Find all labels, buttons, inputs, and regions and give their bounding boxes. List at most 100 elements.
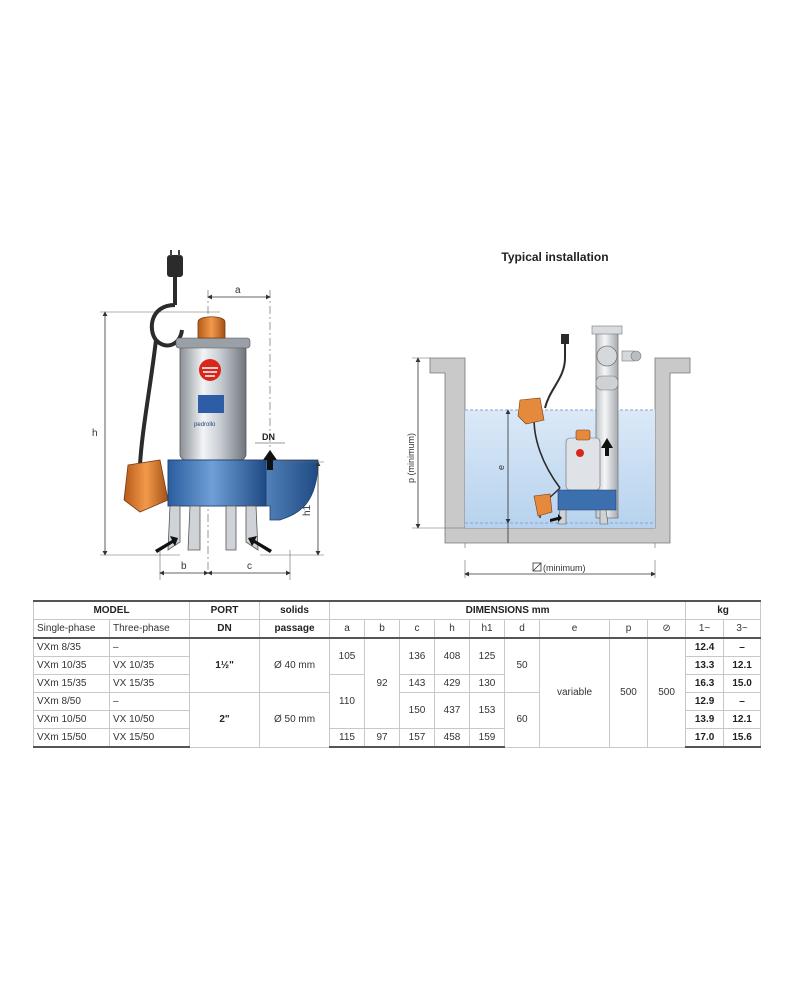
- cell-three-phase: VX 15/50: [108, 728, 191, 748]
- table-row: VXm 15/50 VX 15/50 115 97 157 458 159 17…: [33, 728, 762, 748]
- cell-single-phase: VXm 15/50: [33, 728, 110, 748]
- cell-kg-single: 12.9: [685, 692, 725, 711]
- header-dim-a: a: [329, 619, 366, 639]
- table-row: VXm 10/50 VX 10/50 13.9 12.1: [33, 710, 762, 729]
- cell-three-phase: –: [108, 637, 191, 657]
- cell-dim-b: 97: [364, 728, 401, 748]
- header-dim-p: p: [609, 619, 649, 639]
- header-dim-b: b: [364, 619, 401, 639]
- dim-p-label: p (minimum): [406, 433, 416, 483]
- cell-dim-h: 429: [434, 674, 471, 693]
- cell-dim-d: 50: [504, 637, 541, 693]
- width-symbol-icon: [532, 562, 542, 572]
- dim-h-label: h: [92, 428, 98, 439]
- cell-dim-b: 92: [364, 637, 401, 729]
- cell-dim-e: variable: [539, 637, 611, 748]
- cell-kg-three: –: [723, 637, 762, 657]
- cell-dim-c: 157: [399, 728, 436, 748]
- header-single-phase: Single-phase: [33, 619, 110, 639]
- table-row: VXm 8/50 – 2" Ø 50 mm 150 437 153 60 12.…: [33, 692, 762, 748]
- flow-up-arrow-icon: [601, 438, 613, 456]
- dim-b-label: b: [181, 561, 187, 572]
- cell-three-phase: –: [108, 692, 191, 711]
- header-kg-single: 1~: [685, 619, 725, 639]
- cell-dim-c: 136: [399, 637, 436, 675]
- table-subheader-row: Single-phase Three-phase DN passage a b …: [33, 619, 762, 639]
- header-port-dn: DN: [189, 619, 261, 639]
- header-dim-d: d: [504, 619, 541, 639]
- cell-three-phase: VX 15/35: [108, 674, 191, 693]
- cell-kg-single: 17.0: [685, 728, 725, 748]
- cell-dim-c: 143: [399, 674, 436, 693]
- cell-dim-h1: 125: [469, 637, 506, 675]
- table-row: VXm 8/35 – 1½" Ø 40 mm 105 92 136 408 12…: [33, 637, 762, 748]
- cell-dim-h: 408: [434, 637, 471, 675]
- float-switch-icon: [123, 459, 169, 513]
- cell-kg-single: 12.4: [685, 637, 725, 657]
- cell-solids: Ø 40 mm: [259, 637, 331, 693]
- cell-dim-h: 458: [434, 728, 471, 748]
- cell-dim-p: 500: [609, 637, 649, 748]
- header-solids-passage: passage: [259, 619, 331, 639]
- dim-h1-label: h1: [302, 504, 313, 516]
- cell-kg-single: 16.3: [685, 674, 725, 693]
- dim-e-label: e: [496, 465, 506, 470]
- installation-width-dimension: (minimum): [464, 560, 656, 578]
- cell-dim-a: 105: [329, 637, 366, 675]
- cell-single-phase: VXm 10/50: [33, 710, 110, 729]
- cell-kg-three: 12.1: [723, 710, 762, 729]
- cell-dim-width: 500: [647, 637, 687, 748]
- cell-single-phase: VXm 8/50: [33, 692, 110, 711]
- table-row: VXm 15/35 VX 15/35 110 143 429 130 16.3 …: [33, 674, 762, 729]
- cell-port: 2": [189, 692, 261, 748]
- header-kg-three: 3~: [723, 619, 762, 639]
- cell-single-phase: VXm 8/35: [33, 637, 110, 657]
- header-three-phase: Three-phase: [108, 619, 191, 639]
- pump-dimension-drawing: h a pedrollo DN h1 b c: [92, 250, 324, 580]
- header-dim-c: c: [399, 619, 436, 639]
- specifications-table: MODEL PORT solids DIMENSIONS mm kg Singl…: [32, 600, 762, 748]
- header-dim-width: ⊘: [647, 619, 687, 639]
- inlet-arrow-left-icon: [155, 536, 178, 553]
- dim-a-label: a: [235, 285, 241, 296]
- header-model: MODEL: [32, 600, 191, 620]
- inlet-arrow-right-icon: [248, 536, 272, 553]
- cell-kg-three: 12.1: [723, 656, 762, 675]
- cell-dim-h1: 153: [469, 692, 506, 729]
- cell-solids: Ø 50 mm: [259, 692, 331, 748]
- cell-single-phase: VXm 10/35: [33, 656, 110, 675]
- outlet-arrow-icon: [263, 450, 277, 470]
- header-port: PORT: [189, 600, 261, 620]
- cell-kg-three: 15.6: [723, 728, 762, 748]
- cell-three-phase: VX 10/35: [108, 656, 191, 675]
- cell-port: 1½": [189, 637, 261, 693]
- cell-kg-single: 13.9: [685, 710, 725, 729]
- header-dim-h1: h1: [469, 619, 506, 639]
- header-dim-e: e: [539, 619, 611, 639]
- cell-kg-three: –: [723, 692, 762, 711]
- table-row: VXm 10/35 VX 10/35 13.3 12.1: [33, 656, 762, 675]
- dim-width-label: (minimum): [543, 563, 586, 573]
- valve-icon: [596, 345, 618, 367]
- header-dimensions: DIMENSIONS mm: [329, 600, 687, 620]
- installation-drawing: p (minimum) e d: [406, 325, 691, 548]
- brand-text: pedrollo: [194, 422, 216, 428]
- float-switch-small-icon: [517, 397, 545, 425]
- cell-kg-single: 13.3: [685, 656, 725, 675]
- cell-dim-c: 150: [399, 692, 436, 729]
- cell-three-phase: VX 10/50: [108, 710, 191, 729]
- header-solids: solids: [259, 600, 331, 620]
- cell-dim-a: 110: [329, 674, 366, 729]
- cell-dim-h1: 130: [469, 674, 506, 693]
- brand-logo-icon: [199, 359, 221, 381]
- cell-dim-a: 115: [329, 728, 366, 748]
- cell-single-phase: VXm 15/35: [33, 674, 110, 693]
- cell-dim-h1: 159: [469, 728, 506, 748]
- cell-dim-d: 60: [504, 692, 541, 748]
- table-header-row: MODEL PORT solids DIMENSIONS mm kg: [32, 600, 762, 620]
- plug-icon: [167, 255, 183, 277]
- header-kg: kg: [685, 600, 762, 620]
- cell-kg-three: 15.0: [723, 674, 762, 693]
- header-dim-h: h: [434, 619, 471, 639]
- dim-dn-label: DN: [262, 432, 275, 442]
